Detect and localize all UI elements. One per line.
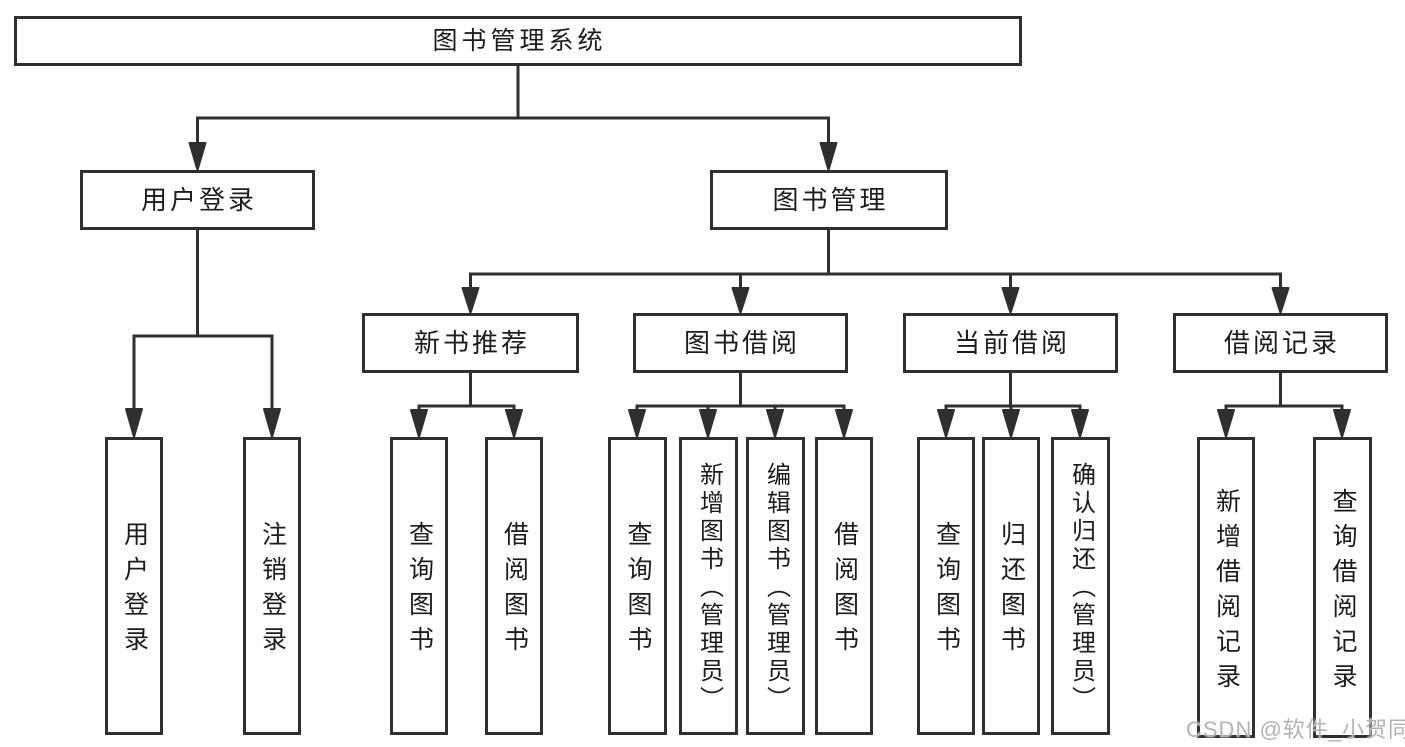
leaf-label: 新增图书（管理员）	[695, 462, 723, 714]
node-label: 图书管理	[772, 185, 889, 215]
leaf-label: 编辑图书（管理员）	[762, 462, 790, 714]
leaf-record-query-borrow-record: 查询借阅记录	[1313, 437, 1372, 738]
node-borrowing-records: 借阅记录	[1173, 313, 1388, 373]
leaf-label: 查询借阅记录	[1329, 487, 1357, 698]
leaf-borrow-borrow-books: 借阅图书	[815, 437, 873, 735]
leaf-label: 归还图书	[997, 521, 1026, 661]
leaf-label: 注销登录	[258, 521, 287, 661]
leaf-label: 借阅图书	[830, 521, 859, 661]
node-new-book-recommendation: 新书推荐	[362, 313, 579, 373]
node-label: 图书管理系统	[432, 26, 607, 55]
leaf-record-add-borrow-record: 新增借阅记录	[1197, 437, 1255, 738]
leaf-newbook-query-books: 查询图书	[390, 437, 448, 735]
leaf-label: 确认归还（管理员）	[1067, 462, 1095, 714]
csdn-watermark: CSDN @软件_小贺同学	[1186, 717, 1405, 742]
leaf-newbook-borrow-books: 借阅图书	[485, 437, 543, 735]
leaf-current-return-books: 归还图书	[982, 437, 1040, 735]
node-label: 图书借阅	[683, 328, 800, 358]
leaf-user-login: 用户登录	[105, 437, 163, 735]
leaf-borrow-add-books-admin: 新增图书（管理员）	[679, 437, 738, 735]
leaf-logout: 注销登录	[243, 437, 301, 735]
node-label: 借阅记录	[1223, 328, 1340, 358]
leaf-label: 查询图书	[624, 521, 652, 661]
leaf-label: 用户登录	[120, 521, 149, 661]
leaf-current-confirm-return-admin: 确认归还（管理员）	[1051, 437, 1110, 735]
node-library-management-system: 图书管理系统	[14, 16, 1022, 66]
node-label: 新书推荐	[413, 328, 530, 358]
node-book-management: 图书管理	[710, 170, 948, 230]
node-user-login: 用户登录	[80, 170, 315, 230]
leaf-borrow-edit-books-admin: 编辑图书（管理员）	[746, 437, 805, 735]
node-label: 当前借阅	[953, 328, 1070, 358]
leaf-label: 新增借阅记录	[1212, 487, 1241, 698]
node-label: 用户登录	[140, 185, 257, 215]
leaf-label: 查询图书	[932, 521, 961, 661]
arrowheads	[125, 142, 1351, 438]
node-current-borrowing: 当前借阅	[903, 313, 1118, 373]
leaf-current-query-books: 查询图书	[917, 437, 975, 735]
node-book-borrowing: 图书借阅	[633, 313, 848, 373]
leaf-label: 借阅图书	[500, 521, 529, 661]
leaf-borrow-query-books: 查询图书	[608, 437, 667, 735]
leaf-label: 查询图书	[405, 521, 434, 661]
